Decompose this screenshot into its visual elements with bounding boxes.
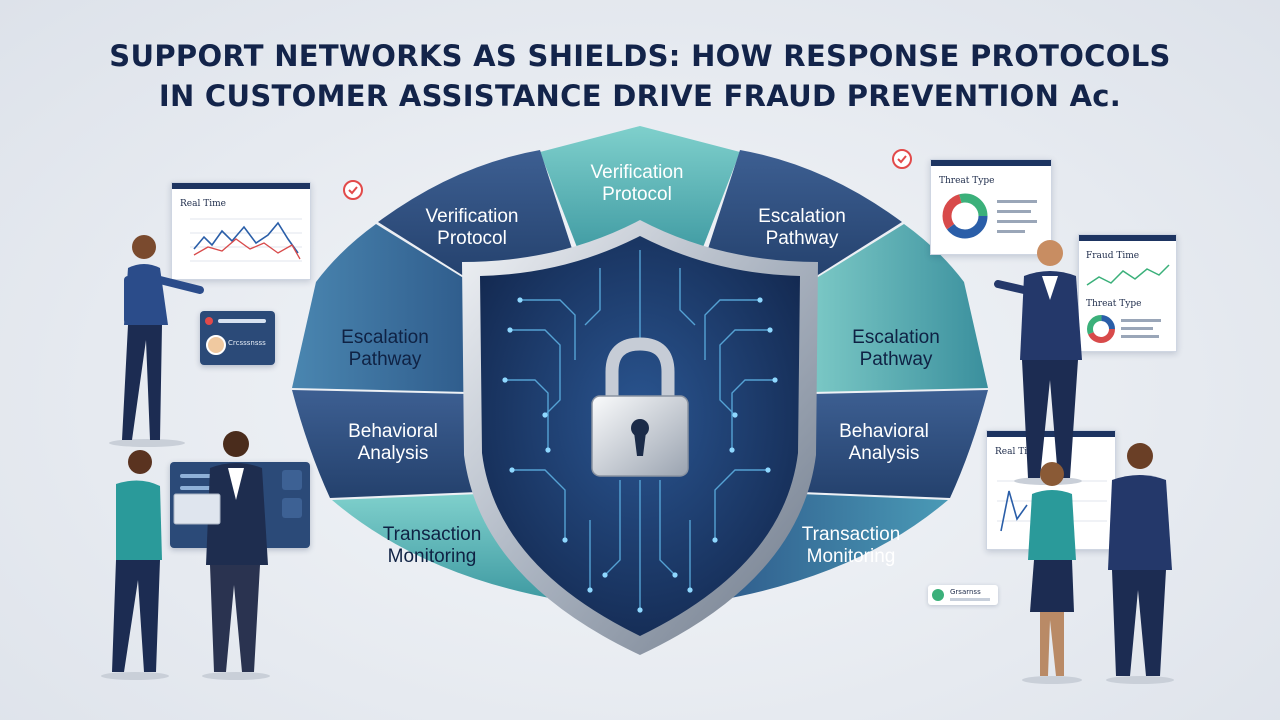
- wedge-left-bottom-line1: Transaction: [383, 524, 482, 545]
- svg-text:Pathway: Pathway: [860, 349, 933, 370]
- donut-chart-icon-2: [1087, 315, 1161, 343]
- avatar-icon: [206, 335, 226, 355]
- wedge-ring: [292, 126, 988, 600]
- right-pill-name: Grsarnss: [950, 588, 981, 596]
- wedge-right-low: [802, 390, 988, 498]
- wedge-left-bottom: [332, 494, 560, 600]
- wedge-labels: Verification Protocol Verification Proto…: [341, 162, 940, 567]
- svg-text:Escalation: Escalation: [852, 327, 940, 348]
- svg-text:Behavioral: Behavioral: [348, 421, 438, 442]
- svg-text:Transaction: Transaction: [383, 524, 482, 545]
- svg-text:Verification: Verification: [591, 162, 684, 183]
- wedge-right-top: [705, 150, 902, 280]
- check-icon: [343, 180, 363, 200]
- wedge-left-low: [292, 390, 478, 498]
- left-realtime-title: Real Time: [180, 199, 226, 209]
- svg-text:Behavioral: Behavioral: [839, 421, 929, 442]
- line-chart-icon-3: [997, 480, 1107, 532]
- right-threat2-title: Threat Type: [1086, 299, 1142, 309]
- check-icon-right: [892, 149, 912, 169]
- svg-text:Verification: Verification: [426, 206, 519, 227]
- wedge-top-center-line1: Verification: [591, 162, 684, 183]
- title-line-1: SUPPORT NETWORKS AS SHIELDS: HOW RESPONS…: [109, 39, 1171, 73]
- wedge-right-mid-line2: Pathway: [860, 349, 933, 370]
- svg-text:Escalation: Escalation: [758, 206, 846, 227]
- svg-text:Escalation: Escalation: [341, 327, 429, 348]
- avatar-icon-2: [932, 589, 944, 601]
- donut-chart-icon: [942, 193, 1037, 239]
- left-realtime-card: Real Time: [171, 182, 311, 280]
- right-fraud-card: Fraud Time Threat Type: [1078, 234, 1177, 352]
- lock-icon: [591, 337, 689, 477]
- wedge-right-bottom-line1: Transaction: [802, 524, 901, 545]
- wedge-left-top-line1: Verification: [426, 206, 519, 227]
- wedge-left-mid-line2: Pathway: [349, 349, 422, 370]
- svg-text:Pathway: Pathway: [349, 349, 422, 370]
- svg-text:Protocol: Protocol: [602, 184, 672, 205]
- wedge-right-low-line1: Behavioral: [839, 421, 929, 442]
- wedge-right-top-line1: Escalation: [758, 206, 846, 227]
- left-id-name: Crcsssnsss: [228, 339, 266, 347]
- svg-text:Analysis: Analysis: [358, 443, 429, 464]
- wedge-left-top: [378, 150, 575, 280]
- wedge-left-top-line2: Protocol: [437, 228, 507, 249]
- line-chart-icon: [190, 218, 302, 262]
- wedge-right-mid-line1: Escalation: [852, 327, 940, 348]
- right-fraud-title: Fraud Time: [1086, 251, 1140, 261]
- title-line-2: IN CUSTOMER ASSISTANCE DRIVE FRAUD PREVE…: [158, 79, 1122, 113]
- wedge-right-bottom-line2: Monitoring: [807, 546, 896, 567]
- svg-text:Monitoring: Monitoring: [388, 546, 477, 567]
- wedge-right-top-line2: Pathway: [766, 228, 839, 249]
- page-title: SUPPORT NETWORKS AS SHIELDS: HOW RESPONS…: [0, 36, 1280, 116]
- svg-text:Analysis: Analysis: [849, 443, 920, 464]
- svg-text:Transaction: Transaction: [802, 524, 901, 545]
- left-id-card: Crcsssnsss: [200, 311, 275, 365]
- wedge-left-bottom-line2: Monitoring: [388, 546, 477, 567]
- wedge-right-mid: [810, 224, 988, 392]
- right-realtime-title: Real Time: [995, 447, 1041, 457]
- wedge-left-mid: [292, 224, 470, 392]
- right-threat-title: Threat Type: [939, 176, 995, 186]
- right-threat-card: Threat Type: [930, 159, 1052, 255]
- wedge-right-bottom: [720, 494, 948, 600]
- wedge-top-center: [540, 126, 740, 255]
- left-bottom-panel: [170, 462, 310, 548]
- wedge-right-low-line2: Analysis: [849, 443, 920, 464]
- line-chart-icon-2: [1086, 264, 1170, 286]
- wedge-left-mid-line1: Escalation: [341, 327, 429, 348]
- wedge-top-center-line2: Protocol: [602, 184, 672, 205]
- wedge-left-low-line1: Behavioral: [348, 421, 438, 442]
- svg-text:Pathway: Pathway: [766, 228, 839, 249]
- right-realtime-card: Real Time: [986, 430, 1116, 550]
- svg-text:Protocol: Protocol: [437, 228, 507, 249]
- svg-text:Monitoring: Monitoring: [807, 546, 896, 567]
- wedge-left-low-line2: Analysis: [358, 443, 429, 464]
- right-status-pill: Grsarnss: [928, 585, 998, 605]
